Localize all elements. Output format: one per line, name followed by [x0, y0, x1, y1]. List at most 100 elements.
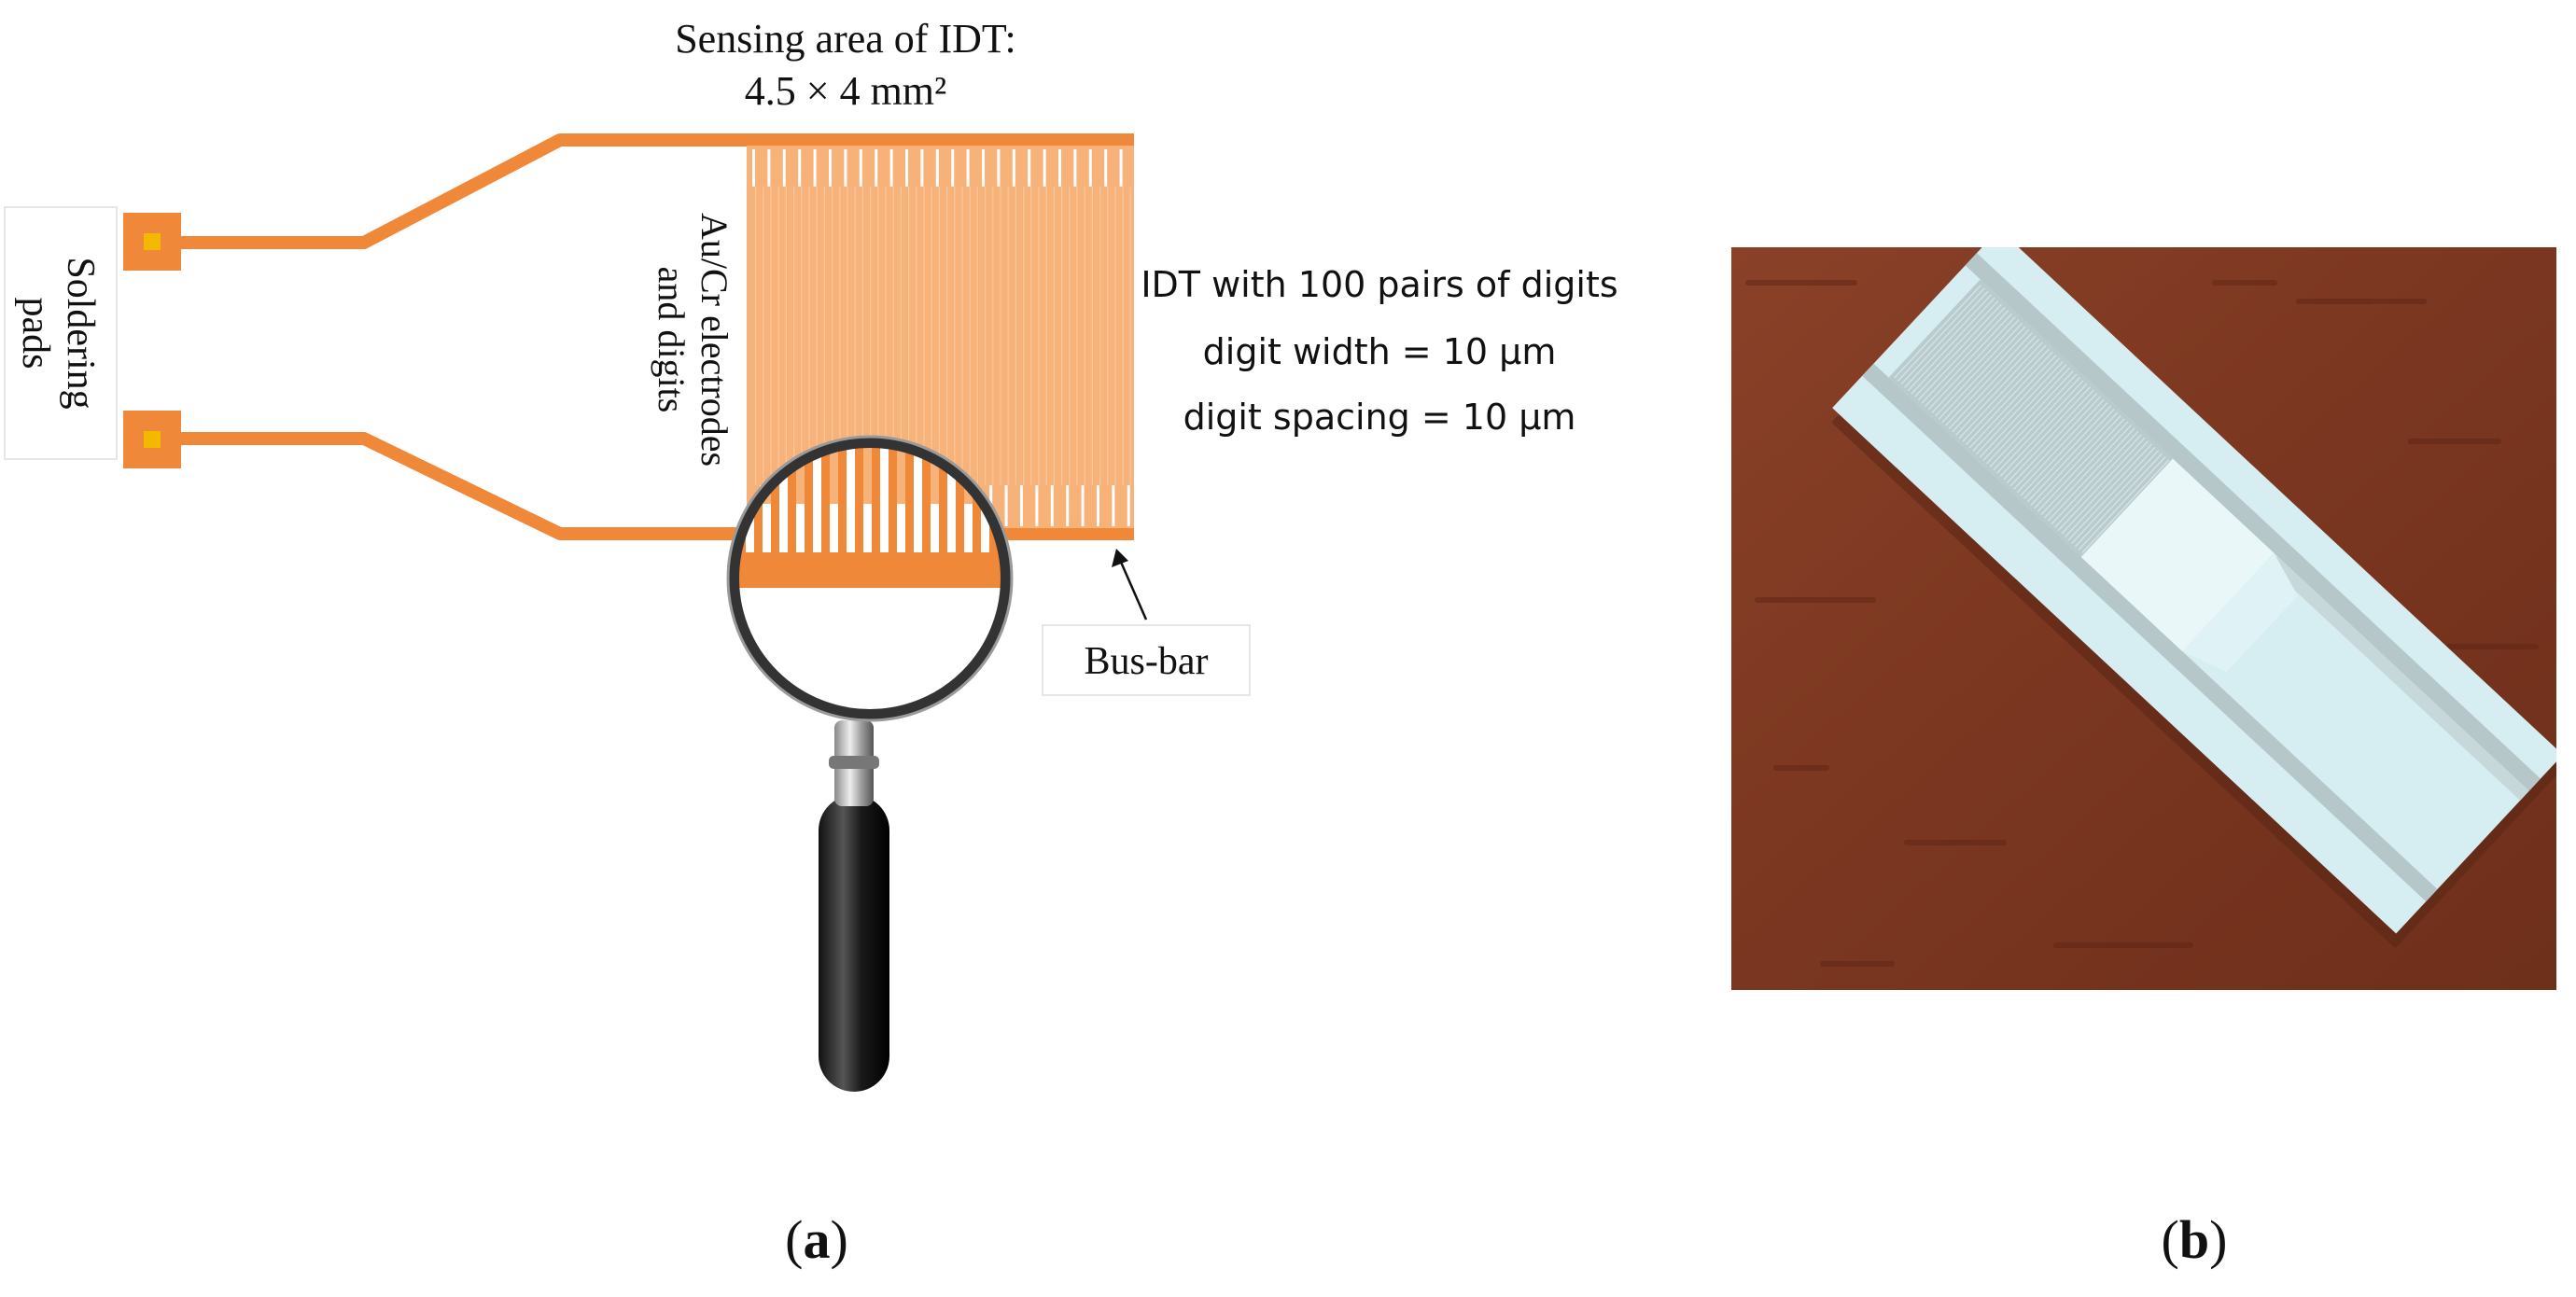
magnifying-glass-icon	[726, 435, 1014, 1092]
electrode-label: Au/Cr electrodes	[693, 213, 735, 467]
chip-finger	[2020, 402, 2108, 496]
busbar-label-box	[1042, 624, 1251, 696]
idt-finger-gap	[1043, 149, 1046, 187]
idt-finger-edge	[785, 187, 787, 485]
idt-finger-gap	[997, 149, 1001, 187]
idt-finger-gap	[813, 149, 817, 187]
caption-a-letter: a	[804, 1209, 831, 1270]
chip-finger	[2006, 389, 2094, 483]
chip-finger	[2067, 446, 2156, 541]
idt-finger-edge	[1122, 187, 1124, 485]
chip-finger	[2040, 421, 2129, 516]
chip-finger	[2003, 386, 2092, 481]
idt-finger-edge	[1069, 187, 1071, 485]
idt-finger-edge	[908, 187, 910, 485]
magnified-finger	[838, 446, 847, 552]
idt-finger-gap	[1104, 149, 1108, 187]
idt-finger-gap	[1112, 485, 1115, 526]
idt-finger-edge	[954, 187, 956, 485]
magnifier-rim-highlight	[726, 435, 1014, 722]
chip-finger	[1897, 287, 1985, 382]
caption-a-open: (	[785, 1209, 803, 1270]
idt-finger-edge	[1114, 187, 1116, 485]
idt-finger-edge	[1076, 187, 1078, 485]
wood-grain-streak	[1773, 765, 1829, 771]
chip-finger	[2075, 453, 2163, 548]
idt-finger-edge	[1129, 187, 1131, 485]
idt-finger-gap	[1127, 485, 1130, 526]
idt-finger-edge	[1023, 187, 1025, 485]
idt-finger-gap	[966, 149, 970, 187]
magnified-finger-shadow	[863, 446, 872, 504]
chip-finger	[1982, 367, 2071, 462]
panel-b: (b)	[1731, 247, 2556, 1270]
magnified-finger	[821, 446, 830, 552]
caption-a: (a)	[785, 1209, 848, 1270]
idt-finger-gap	[1119, 149, 1123, 187]
chip-finger	[1904, 294, 1993, 388]
chip-finger	[2054, 434, 2142, 528]
magnified-finger	[939, 446, 947, 552]
idt-finger-gap	[767, 149, 771, 187]
chip-finger	[2023, 405, 2112, 500]
chip-trace-bottom	[1862, 363, 2438, 902]
chip-finger	[1927, 316, 2016, 411]
idt-finger-gap	[1097, 485, 1099, 526]
chip-finger	[1907, 297, 1995, 392]
idt-finger-gap	[1081, 485, 1085, 526]
chip-finger	[1958, 344, 2047, 439]
magnifier-ferrule-ring	[829, 756, 879, 769]
chip-finger	[1948, 335, 2037, 430]
idt-finger-gap	[875, 149, 878, 187]
idt-finger-gap	[752, 149, 755, 187]
chip-finger	[1935, 322, 2023, 417]
chip-finger	[1995, 380, 2084, 474]
chip-finger	[2051, 430, 2139, 525]
idt-finger-edge	[777, 187, 779, 485]
magnifier-rim	[728, 437, 1012, 720]
idt-finger-edge	[992, 187, 994, 485]
idt-finger-edge	[1091, 187, 1093, 485]
idt-finger-edge	[1107, 187, 1109, 485]
wood-grain-streak	[1820, 961, 1895, 967]
magnified-finger-shadow	[931, 446, 939, 504]
busbar-label: Bus-bar	[1085, 640, 1209, 683]
idt-finger-gap	[798, 149, 802, 187]
idt-finger-gap	[1012, 149, 1015, 187]
sensing-area-title: Sensing area of IDT:	[675, 16, 1016, 62]
chip-finger	[2065, 443, 2152, 537]
chip-finger	[1952, 338, 2040, 433]
idt-finger-gap	[982, 149, 985, 187]
chip-finger	[2057, 437, 2146, 532]
magnified-finger	[956, 446, 964, 552]
idt-finger-edge	[823, 187, 825, 485]
magnified-finger	[889, 446, 897, 552]
chip-finger	[1985, 370, 2074, 465]
soldering-pad-bottom-core	[144, 431, 161, 448]
soldering-label-line2: pads	[14, 298, 57, 370]
idt-finger-gap	[1035, 485, 1039, 526]
idt-finger-gap	[859, 149, 862, 187]
idt-finger-gap	[1088, 149, 1092, 187]
chip-idt-fingers	[1894, 284, 2170, 554]
caption-b: (b)	[2162, 1209, 2228, 1270]
chip-finger	[1975, 360, 2064, 455]
magnified-finger-shadow	[830, 446, 838, 504]
chip-finger	[2030, 411, 2119, 506]
idt-finger-edge	[816, 187, 818, 485]
chip-finger	[1894, 284, 1982, 379]
idt-finger-edge	[1030, 187, 1032, 485]
idt-finger-edge	[985, 187, 987, 485]
magnified-finger	[788, 446, 796, 552]
magnified-finger-shadow	[796, 446, 805, 504]
chip-finger	[1972, 357, 2061, 452]
idt-finger-edge	[861, 187, 863, 485]
idt-finger-edge	[1099, 187, 1101, 485]
magnified-finger	[855, 446, 863, 552]
wood-grain-streak	[1755, 597, 1876, 603]
idt-finger-gap	[1073, 149, 1077, 187]
idt-finger-edge	[839, 187, 841, 485]
idt-finger-edge	[854, 187, 856, 485]
idt-finger-gap	[782, 149, 786, 187]
idt-finger-gap	[829, 149, 832, 187]
